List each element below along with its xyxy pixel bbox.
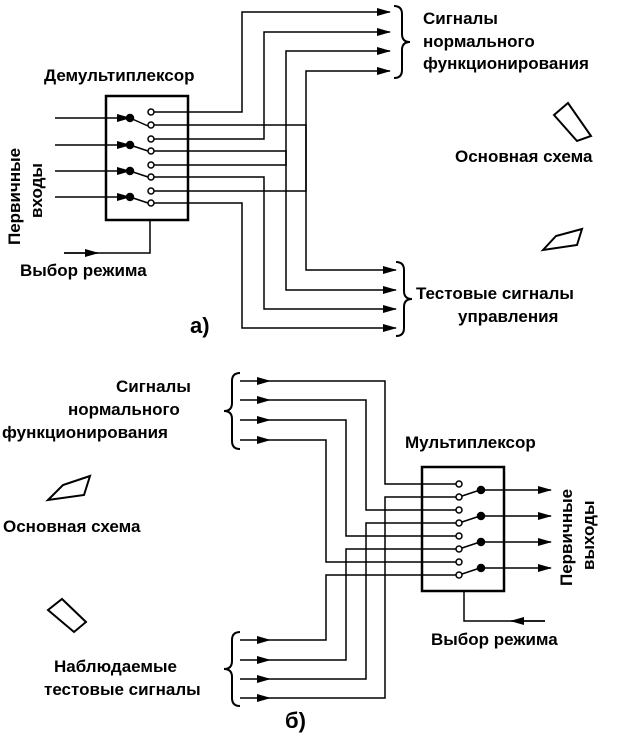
demultiplexer-box [104,94,190,222]
brace-test-b [223,631,241,707]
demux-test-wires [154,124,397,332]
panel-b: Мультиплексор Первичные выходы [2,372,598,733]
normal-signals-a-1: Сигналы [423,9,498,28]
normal-signals-b-2: нормального [68,400,180,419]
connector-shape-icon [46,597,88,634]
multiplexer-label: Мультиплексор [405,433,536,452]
normal-signals-b-3: функционирования [2,423,168,442]
connector-shape-icon [540,227,584,252]
demux-mode-select [64,220,151,257]
panel-a-label: а) [190,313,210,338]
panel-b-label: б) [285,708,306,733]
demultiplexer-label: Демультиплексор [44,66,194,85]
test-signals-a-2: управления [458,307,558,326]
brace-test-a [395,261,413,337]
connector-shape-icon [552,101,593,143]
normal-signals-b-1: Сигналы [116,377,191,396]
observed-signals-1: Наблюдаемые [54,657,177,676]
primary-outputs-label-2: выходы [579,501,598,570]
multiplexer-box [420,465,506,593]
brace-normal-b [223,372,241,450]
connector-shape-icon [45,474,92,502]
mode-select-label-a: Выбор режима [20,261,147,280]
brace-normal-a [393,5,411,79]
normal-signals-a-2: нормального [423,32,535,51]
main-circuit-label-a: Основная схема [455,147,593,166]
demux-normal-wires [154,8,391,192]
primary-inputs-label: Первичные [5,148,24,245]
output-arrows [481,486,552,572]
primary-outputs-label: Первичные [557,489,576,586]
test-signals-a-1: Тестовые сигналы [416,284,574,303]
normal-signals-a-3: функционирования [423,54,589,73]
mux-switches [455,480,486,579]
primary-inputs-label-2: входы [27,163,46,218]
demux-switches [125,108,155,207]
main-circuit-label-b: Основная схема [3,517,141,536]
panel-a: Демультиплексор Первичные входы [5,5,593,338]
mux-normal-wires [240,377,456,563]
input-arrows [55,114,131,201]
mux-mode-select [463,591,545,625]
mode-select-label-b: Выбор режима [431,630,558,649]
mux-test-wires [240,496,456,702]
observed-signals-2: тестовые сигналы [44,680,201,699]
